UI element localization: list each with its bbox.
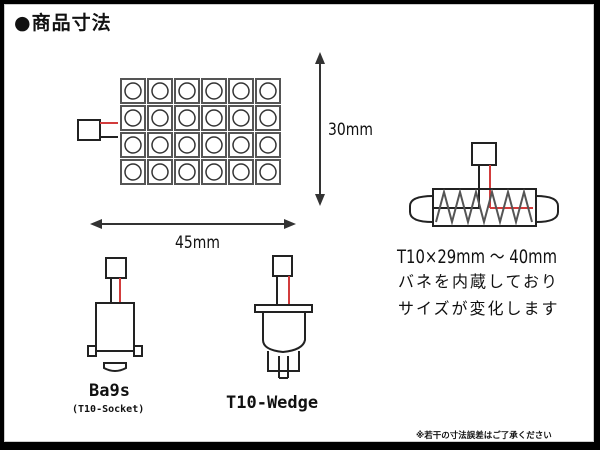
page-title: ●商品寸法 (14, 12, 112, 34)
festoon-bulb-icon (409, 142, 559, 227)
led-icon (124, 163, 142, 181)
led-icon (124, 82, 142, 100)
led-panel (120, 78, 281, 185)
led-icon (259, 82, 277, 100)
festoon-size-label: T10×29mm ～ 40mm (397, 246, 558, 268)
led-icon (205, 109, 223, 127)
led-icon (151, 163, 169, 181)
led-icon (232, 82, 250, 100)
led-icon (232, 136, 250, 154)
ba9s-sub-label: (T10-Socket) (72, 404, 145, 415)
led-icon (259, 109, 277, 127)
t10-wedge-label: T10-Wedge (226, 393, 319, 413)
led-icon (232, 109, 250, 127)
led-icon (124, 109, 142, 127)
led-icon (178, 136, 196, 154)
led-icon (178, 82, 196, 100)
width-dimension-arrow (90, 219, 296, 229)
ba9s-label: Ba9s (89, 381, 130, 401)
led-icon (151, 109, 169, 127)
led-icon (205, 82, 223, 100)
led-icon (259, 163, 277, 181)
height-label: 30mm (328, 120, 373, 140)
led-icon (178, 109, 196, 127)
panel-connector-icon (77, 119, 118, 141)
festoon-note-line1: バネを内蔵しており (398, 272, 560, 291)
led-icon (205, 163, 223, 181)
led-icon (232, 163, 250, 181)
led-icon (205, 136, 223, 154)
width-label: 45mm (175, 233, 220, 253)
height-dimension-arrow (315, 52, 325, 206)
led-icon (124, 136, 142, 154)
led-icon (259, 136, 277, 154)
t10-wedge-bulb-icon (254, 255, 313, 379)
footnote: ※若干の寸法誤差はご了承ください (416, 431, 552, 441)
led-icon (178, 163, 196, 181)
led-icon (151, 136, 169, 154)
ba9s-bulb-icon (87, 257, 143, 372)
led-icon (151, 82, 169, 100)
festoon-note-line2: サイズが変化します (398, 299, 560, 318)
